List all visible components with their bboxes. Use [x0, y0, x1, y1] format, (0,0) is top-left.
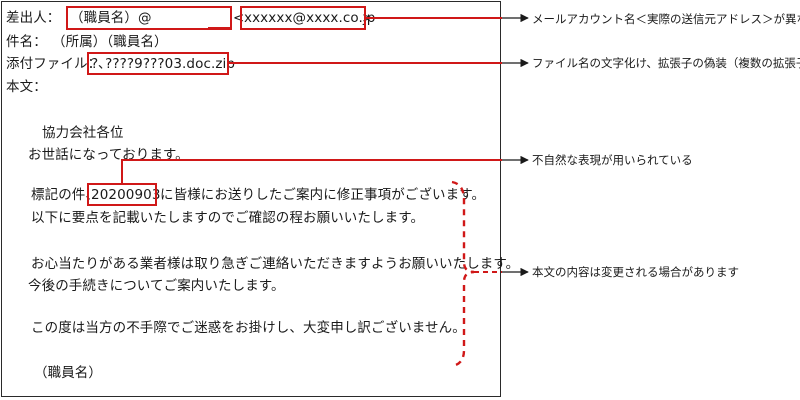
body-line5: この度は当方の不手際でご迷惑をお掛けし、大変申し訳ございません。: [31, 320, 466, 336]
body-greeting: 協力会社各位: [42, 125, 124, 141]
highlight-sender-address: [240, 6, 366, 30]
body-line3: お心当たりがある業者様は取り急ぎご連絡いただきますようお願いいたします。: [31, 256, 520, 272]
subject-value: （所属）（職員名）: [52, 34, 168, 50]
attachment-label: 添付ファイル：: [6, 56, 102, 72]
body-line2: 以下に要点を記載いたしますのでご確認の程お願いいたします。: [31, 210, 425, 226]
body-line1-suffix: に皆様にお送りしたご案内に修正事項がございます。: [160, 187, 486, 203]
annotation-sender-mismatch: メールアカウント名＜実際の送信元アドレス＞が異なる: [532, 12, 800, 26]
from-label: 差出人：: [6, 10, 61, 26]
annotation-attachment-warning: ファイル名の文字化け、拡張子の偽装（複数の拡張子）: [532, 56, 800, 70]
attachment-filename: ?､????9???03.doc.zip: [91, 56, 236, 72]
body-line1-prefix: 標記の件、: [31, 187, 99, 203]
body-label: 本文：: [6, 79, 47, 95]
body-signature: （職員名）: [34, 365, 102, 381]
annotation-body-may-change: 本文の内容は変更される場合があります: [532, 265, 739, 279]
from-angle-open: <: [233, 10, 245, 26]
highlight-attachment: [87, 52, 229, 75]
annotation-unnatural-expression: 不自然な表現が用いられている: [532, 153, 693, 167]
from-display-name: （職員名）@: [70, 10, 152, 26]
highlight-sender-name: [66, 6, 232, 30]
highlight-date: [87, 183, 157, 206]
subject-label: 件名：: [6, 34, 47, 50]
email-frame: [1, 1, 501, 397]
body-line1-date: 20200903: [91, 187, 161, 203]
from-address: xxxxxx@xxxx.co.jp: [244, 10, 376, 26]
body-line4: 今後の手続きについてご案内いたします。: [28, 278, 285, 294]
body-salutation: お世話になっております。: [28, 147, 189, 163]
